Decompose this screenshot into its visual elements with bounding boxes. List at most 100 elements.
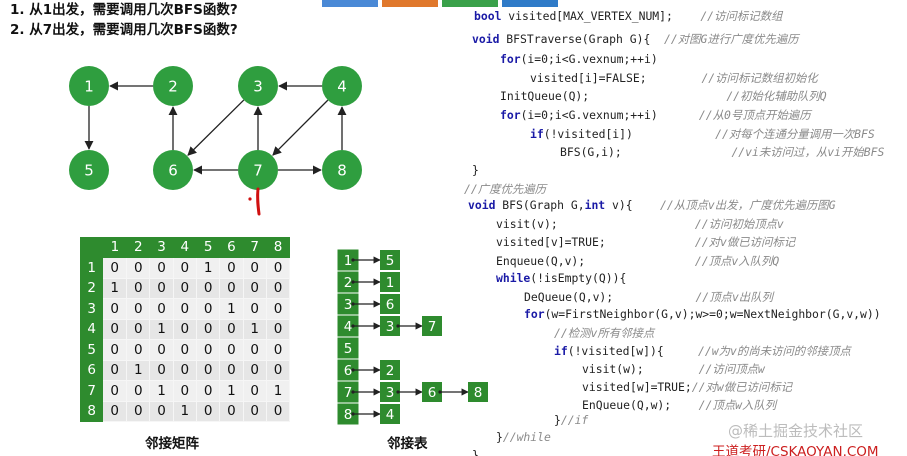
matrix-cell: 0	[173, 278, 197, 299]
matrix-cell: 0	[103, 339, 128, 361]
tab-color-2[interactable]	[382, 0, 438, 7]
code-keyword: void	[468, 198, 496, 212]
matrix-cell: 0	[266, 319, 291, 340]
code-keyword: void	[472, 32, 500, 46]
graph-node-label-4: 4	[337, 78, 347, 96]
graph-node-label-3: 3	[253, 78, 263, 96]
question-2: 2. 从7出发，需要调用几次BFS函数?	[10, 22, 238, 38]
matrix-cell: 1	[173, 401, 197, 422]
graph-node-label-1: 1	[84, 78, 94, 96]
matrix-cell: 1	[149, 380, 174, 402]
adj-head-4	[336, 314, 360, 338]
code-text: visited[w]=TRUE;	[582, 380, 692, 394]
code-line: //检测v所有邻接点	[554, 325, 654, 341]
adj-node-3-6	[380, 294, 400, 314]
matrix-cell: 0	[196, 360, 221, 381]
matrix-col-header-2: 2	[126, 237, 150, 258]
adj-head-label-1: 1	[344, 253, 353, 269]
code-line: for(i=0;i<G.vexnum;++i)	[500, 52, 658, 66]
matrix-cell: 0	[266, 278, 291, 299]
matrix-cell: 0	[243, 401, 267, 422]
adj-node-label: 8	[474, 385, 483, 401]
adj-head-6	[336, 358, 360, 382]
graph-node-label-5: 5	[84, 162, 94, 180]
code-line: void BFS(Graph G,int v){ //从顶点v出发，广度优先遍历…	[468, 197, 836, 213]
code-comment: //广度优先遍历	[464, 182, 547, 196]
matrix-cell: 0	[243, 257, 267, 279]
code-text: (i=0;i<G.vexnum;++i)	[520, 52, 658, 66]
adj-pointer-dot	[351, 412, 355, 416]
graph-node-2	[153, 66, 193, 106]
tab-color-1[interactable]	[322, 0, 378, 7]
adj-head-2	[336, 270, 360, 294]
code-text: DeQueue(Q,v);	[524, 290, 696, 304]
code-comment: //顶点v出队列	[695, 290, 773, 304]
matrix-col-header-1: 1	[103, 237, 127, 258]
matrix-row-header-5: 5	[80, 339, 104, 360]
matrix-cell: 0	[266, 360, 291, 381]
matrix-cell: 0	[126, 278, 151, 299]
matrix-corner	[80, 237, 104, 258]
matrix-col-header-8: 8	[266, 237, 290, 258]
matrix-cell: 1	[103, 278, 128, 299]
code-comment: //访问顶点w	[698, 362, 765, 376]
code-keyword: int	[584, 198, 606, 212]
adj-node-label: 4	[386, 407, 395, 423]
tab-color-3[interactable]	[442, 0, 498, 7]
code-line: for(w=FirstNeighbor(G,v);w>=0;w=NextNeig…	[524, 307, 881, 321]
code-comment: //从0号顶点开始遍历	[698, 108, 811, 122]
code-keyword: bool	[474, 9, 502, 23]
code-comment: //检测v所有邻接点	[554, 326, 655, 340]
red-annotation-dot	[248, 197, 252, 201]
code-line: Enqueue(Q,v); //顶点v入队列Q	[496, 253, 779, 269]
code-comment: //对图G进行广度优先遍历	[664, 32, 799, 46]
matrix-cell: 0	[103, 319, 128, 340]
code-keyword: if	[554, 344, 568, 358]
adj-node-6-2	[380, 360, 400, 380]
graph-node-5	[69, 150, 109, 190]
code-keyword: for	[524, 307, 545, 321]
matrix-cell: 0	[243, 360, 267, 381]
code-line: visit(v); //访问初始顶点v	[496, 216, 784, 232]
adj-node-label: 1	[386, 275, 395, 291]
question-list: 1. 从1出发，需要调用几次BFS函数? 2. 从7出发，需要调用几次BFS函数…	[10, 0, 238, 40]
code-text: }	[496, 430, 503, 444]
question-1: 1. 从1出发，需要调用几次BFS函数?	[10, 2, 238, 18]
adj-pointer-dot	[351, 280, 355, 284]
adj-pointer-dot	[351, 324, 355, 328]
matrix-cell: 0	[126, 339, 151, 361]
matrix-col-header-7: 7	[243, 237, 267, 258]
matrix-caption: 邻接矩阵	[145, 436, 199, 452]
matrix-cell: 0	[103, 257, 128, 279]
adj-head-label-6: 6	[344, 363, 353, 379]
matrix-cell: 0	[103, 401, 128, 422]
graph-node-label-7: 7	[253, 162, 263, 180]
code-text: visited[MAX_VERTEX_NUM];	[501, 9, 701, 23]
code-comment: //对v做已访问标记	[694, 235, 796, 249]
code-text: visited[v]=TRUE;	[496, 235, 695, 249]
adj-node-4-3	[380, 316, 400, 336]
adj-head-label-5: 5	[344, 341, 353, 357]
matrix-cell: 0	[173, 380, 197, 402]
matrix-cell: 0	[243, 278, 267, 299]
code-line: visited[v]=TRUE; //对v做已访问标记	[496, 234, 795, 250]
code-comment: //顶点v入队列Q	[694, 254, 780, 268]
tab-color-4[interactable]	[502, 0, 558, 7]
matrix-cell: 0	[266, 339, 291, 361]
adj-node-7-8	[468, 382, 488, 402]
matrix-cell: 0	[149, 339, 174, 361]
matrix-cell: 0	[266, 401, 291, 422]
matrix-cell: 0	[149, 278, 174, 299]
matrix-cell: 0	[173, 360, 197, 381]
matrix-cell: 0	[196, 401, 221, 422]
adj-pointer-dot	[351, 390, 355, 394]
matrix-row-header-4: 4	[80, 319, 104, 340]
adj-node-7-3	[380, 382, 400, 402]
adj-node-4-7	[422, 316, 442, 336]
code-comment: //顶点w入队列	[698, 398, 777, 412]
code-comment: //对每个连通分量调用一次BFS	[715, 127, 875, 141]
